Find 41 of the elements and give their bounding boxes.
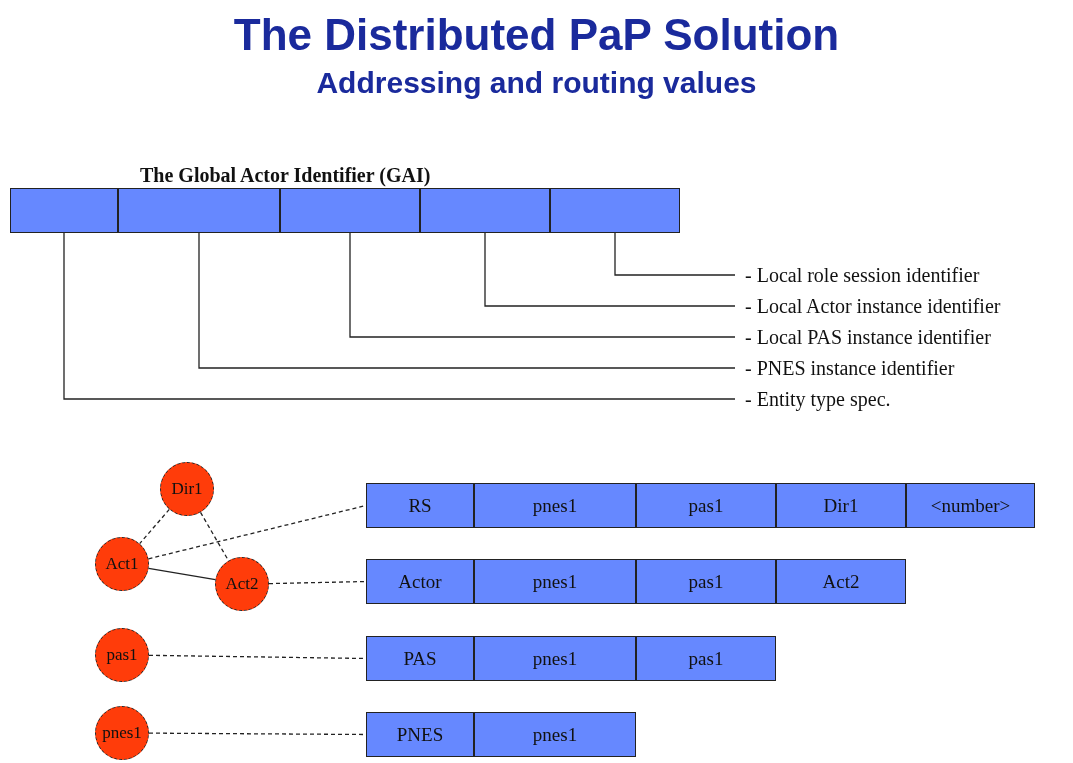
diagram-subtitle: Addressing and routing values [315, 66, 758, 100]
diagram-title: The Distributed PaP Solution [232, 10, 841, 60]
leader-line [484, 232, 736, 307]
address-field: pnes1 [474, 712, 636, 757]
identifier-field [118, 188, 280, 233]
field-description: - Local role session identifier [745, 264, 980, 286]
entity-circle: Dir1 [160, 462, 214, 516]
connector-line [199, 511, 230, 562]
address-field: pas1 [636, 636, 776, 681]
address-field: PAS [366, 636, 474, 681]
identifier-heading: The Global Actor Identifier (GAI) [140, 164, 431, 187]
leader-line [198, 232, 736, 369]
entity-circle: pas1 [95, 628, 149, 682]
field-description: - Local Actor instance identifier [745, 295, 1001, 317]
address-field: pnes1 [474, 483, 636, 528]
address-field: pas1 [636, 559, 776, 604]
address-field: pnes1 [474, 636, 636, 681]
field-description: - PNES instance identifier [745, 357, 955, 379]
address-field: pas1 [636, 483, 776, 528]
entity-circle: pnes1 [95, 706, 149, 760]
address-field: RS [366, 483, 474, 528]
entity-circle: Act2 [215, 557, 269, 611]
field-description: - Local PAS instance identifier [745, 326, 991, 348]
identifier-field [10, 188, 118, 233]
leader-line [63, 232, 736, 400]
identifier-field [420, 188, 550, 233]
connector-line [268, 580, 367, 585]
address-field: PNES [366, 712, 474, 757]
address-field: Act2 [776, 559, 906, 604]
identifier-field [550, 188, 680, 233]
leader-line [614, 232, 736, 276]
connector-line [148, 567, 216, 581]
address-field: pnes1 [474, 559, 636, 604]
leader-line [349, 232, 736, 338]
entity-circle: Act1 [95, 537, 149, 591]
identifier-field [280, 188, 420, 233]
address-field: Dir1 [776, 483, 906, 528]
field-description: - Entity type spec. [745, 388, 891, 410]
connector-line [139, 508, 170, 545]
address-field: Actor [366, 559, 474, 604]
address-field: <number> [906, 483, 1035, 528]
